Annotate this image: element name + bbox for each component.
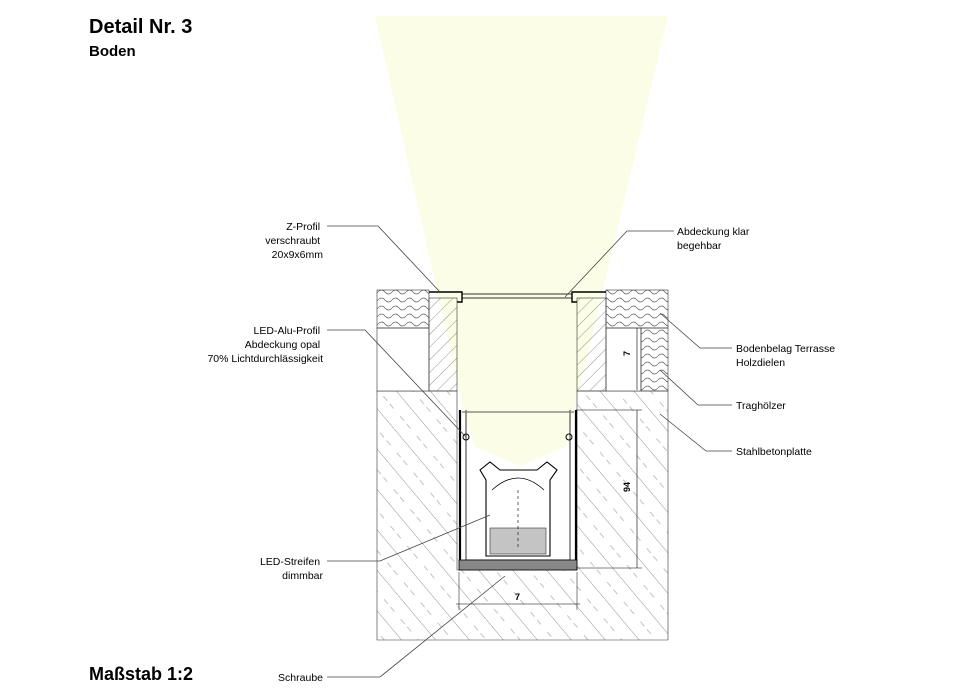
label-bodenbelag: Bodenbelag Terrasse Holzdielen — [736, 343, 838, 369]
led-arc — [491, 477, 545, 491]
label-z-profil: Z-Profil verschraubt 20x9x6mm — [265, 221, 323, 261]
channel-wall-right — [576, 297, 607, 392]
decking-left — [376, 289, 430, 329]
scale-label: Maßstab 1:2 — [89, 664, 194, 684]
label-led-alu-profil: LED-Alu-Profil Abdeckung opal 70% Lichtd… — [207, 325, 323, 365]
label-stahlbeton: Stahlbetonplatte — [736, 446, 812, 458]
timber-right — [605, 327, 642, 392]
light-beam — [375, 16, 668, 466]
dim-profile-height: 94 — [622, 482, 632, 492]
detail-title: Detail Nr. 3 — [89, 16, 193, 38]
profile-base — [458, 559, 578, 571]
cover-clear — [461, 293, 573, 299]
channel-wall-left — [428, 297, 458, 392]
leader-lines — [327, 225, 732, 678]
clip-left — [462, 433, 470, 441]
label-abdeckung-klar: Abdeckung klar begehbar — [677, 226, 752, 252]
timber-left — [376, 327, 430, 392]
detail-subtitle: Boden — [89, 43, 136, 60]
clip-right — [565, 433, 573, 441]
decking-right — [605, 289, 669, 329]
dim-top-height: 7 — [622, 351, 632, 356]
label-led-streifen: LED-Streifen dimmbar — [260, 556, 324, 582]
label-schraube: Schraube — [278, 672, 323, 684]
dim-profile-width: 7 — [515, 592, 520, 602]
label-tragholzer: Traghölzer — [736, 400, 786, 412]
timber-right-hatch — [640, 327, 669, 392]
